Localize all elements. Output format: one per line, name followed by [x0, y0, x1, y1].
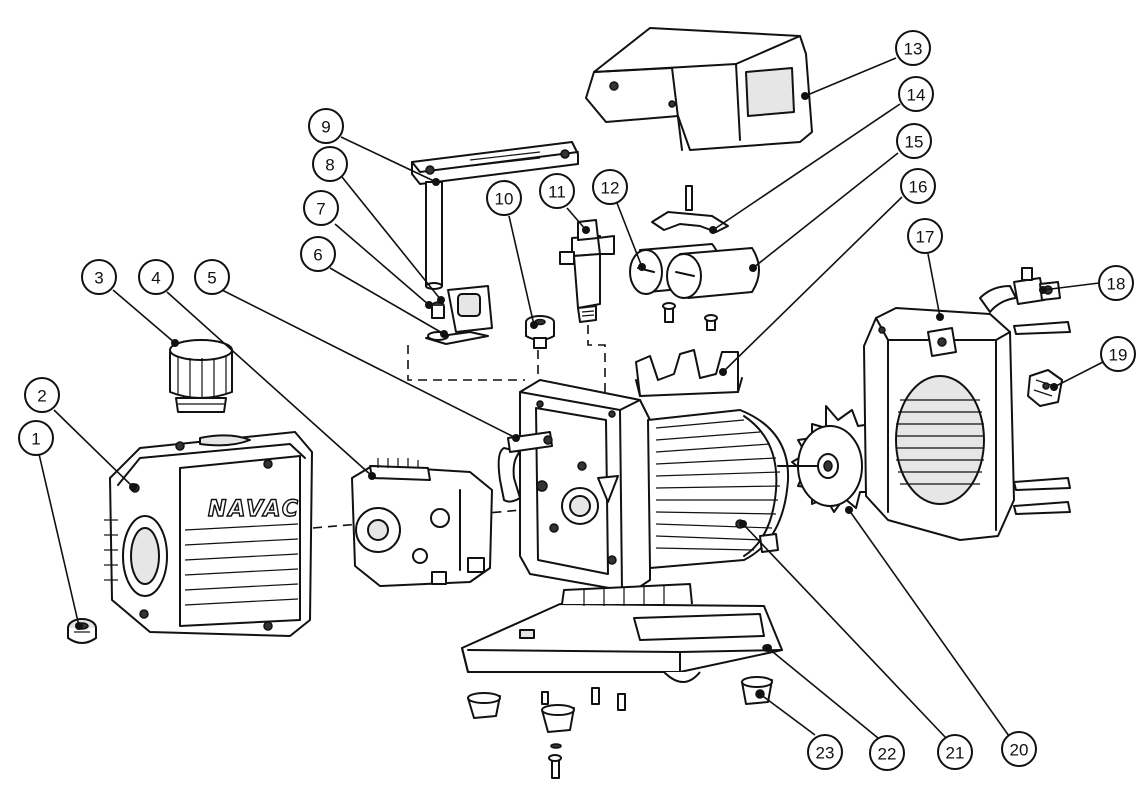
callout-label: 3 [94, 269, 103, 288]
callout-label: 8 [325, 156, 334, 175]
callout-9: 9 [308, 108, 344, 144]
callout-11: 11 [539, 173, 575, 209]
part-2-oil-housing: NAVAC [104, 431, 313, 637]
callout-20: 20 [1001, 731, 1037, 767]
callout-label: 19 [1109, 346, 1128, 365]
part-10-valve [525, 315, 555, 349]
callout-17: 17 [907, 218, 943, 254]
callout-label: 9 [321, 118, 330, 137]
part-18-switch [979, 267, 1061, 313]
leader-dots [75, 92, 1058, 698]
part-3-oil-cap [169, 339, 233, 413]
callout-12: 12 [592, 169, 628, 205]
part-5-motor-end-block [497, 379, 651, 593]
callout-label: 22 [878, 745, 897, 764]
callout-label: 10 [495, 190, 514, 209]
callout-4: 4 [138, 259, 174, 295]
callout-23: 23 [807, 734, 843, 770]
callout-7: 7 [303, 190, 339, 226]
callout-22: 22 [869, 735, 905, 771]
callout-label: 20 [1010, 741, 1029, 760]
callout-5: 5 [194, 259, 230, 295]
callout-label: 12 [601, 179, 620, 198]
assembly-guide-lines [312, 325, 606, 529]
callout-label: 18 [1107, 275, 1126, 294]
part-4-pump-cartridge [351, 458, 493, 587]
part-19-terminal-clip [1027, 369, 1063, 407]
callout-label: 14 [907, 86, 926, 105]
callout-label: 17 [916, 228, 935, 247]
part-12-15-capacitors [629, 185, 760, 331]
part-16-capacitor-clamp [635, 349, 743, 397]
callout-10: 10 [486, 180, 522, 216]
callout-label: 16 [909, 178, 928, 197]
callout-label: 2 [37, 387, 46, 406]
leader-lines [38, 57, 1104, 739]
callout-label: 13 [904, 40, 923, 59]
callout-3: 3 [81, 259, 117, 295]
callout-label: 23 [816, 744, 835, 763]
callout-label: 7 [316, 200, 325, 219]
callout-label: 21 [946, 744, 965, 763]
callout-1: 1 [18, 420, 54, 456]
part-20-fan [777, 405, 887, 513]
part-6-7-8-bracket [425, 285, 493, 345]
callout-label: 1 [31, 430, 40, 449]
part-21-motor-body [647, 409, 790, 569]
part-11-gauge-fitting [559, 219, 615, 323]
callout-18: 18 [1098, 265, 1134, 301]
callout-16: 16 [900, 168, 936, 204]
part-1-drain-plug [67, 618, 97, 644]
callout-2: 2 [24, 377, 60, 413]
brand-label: NAVAC [208, 497, 300, 522]
callout-label: 15 [905, 133, 924, 152]
callout-13: 13 [895, 30, 931, 66]
part-9-handle [411, 141, 579, 290]
callout-15: 15 [896, 123, 932, 159]
part-23-rubber-feet [467, 676, 773, 779]
part-17-fan-shroud [863, 307, 1071, 541]
callout-8: 8 [312, 146, 348, 182]
callout-label: 5 [207, 269, 216, 288]
callout-19: 19 [1100, 336, 1136, 372]
callout-21: 21 [937, 734, 973, 770]
callout-label: 11 [548, 183, 566, 202]
part-13-top-cover [585, 27, 813, 151]
part-22-base-plate [461, 583, 783, 683]
callout-label: 4 [151, 269, 160, 288]
callout-label: 6 [313, 246, 322, 265]
callout-6: 6 [300, 236, 336, 272]
callout-14: 14 [898, 76, 934, 112]
